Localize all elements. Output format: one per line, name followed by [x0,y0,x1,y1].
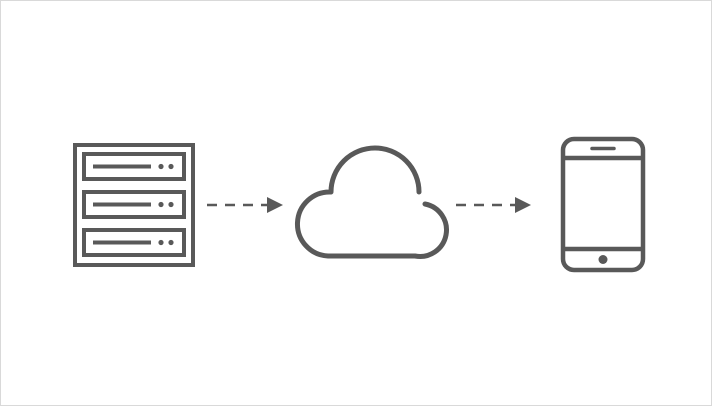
arrow-server-to-cloud [207,197,283,213]
arrow-cloud-to-phone [456,197,531,213]
cloud-icon [295,145,449,259]
smartphone-icon [560,136,646,273]
server-rack-icon [73,143,195,267]
